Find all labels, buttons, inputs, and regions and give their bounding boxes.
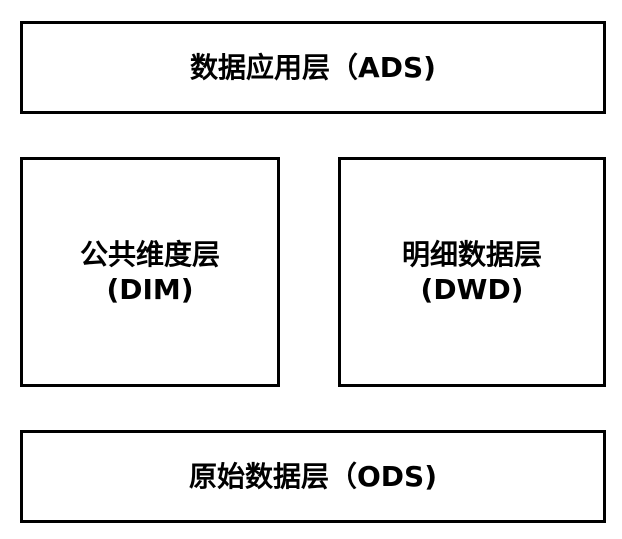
dim-layer-name: 公共维度层 xyxy=(79,238,220,271)
dim-layer-box: 公共维度层 (DIM) xyxy=(20,157,280,387)
ods-layer-box: 原始数据层（ODS) xyxy=(20,430,606,523)
ads-layer-box: 数据应用层（ADS) xyxy=(20,21,606,114)
dwd-layer-name: 明细数据层 xyxy=(401,238,542,271)
ads-layer-label: 数据应用层（ADS) xyxy=(190,51,436,84)
dwd-layer-code: (DWD) xyxy=(420,273,524,306)
dwd-layer-box: 明细数据层 (DWD) xyxy=(338,157,606,387)
dim-layer-code: (DIM) xyxy=(106,273,194,306)
ods-layer-label: 原始数据层（ODS) xyxy=(188,460,437,493)
